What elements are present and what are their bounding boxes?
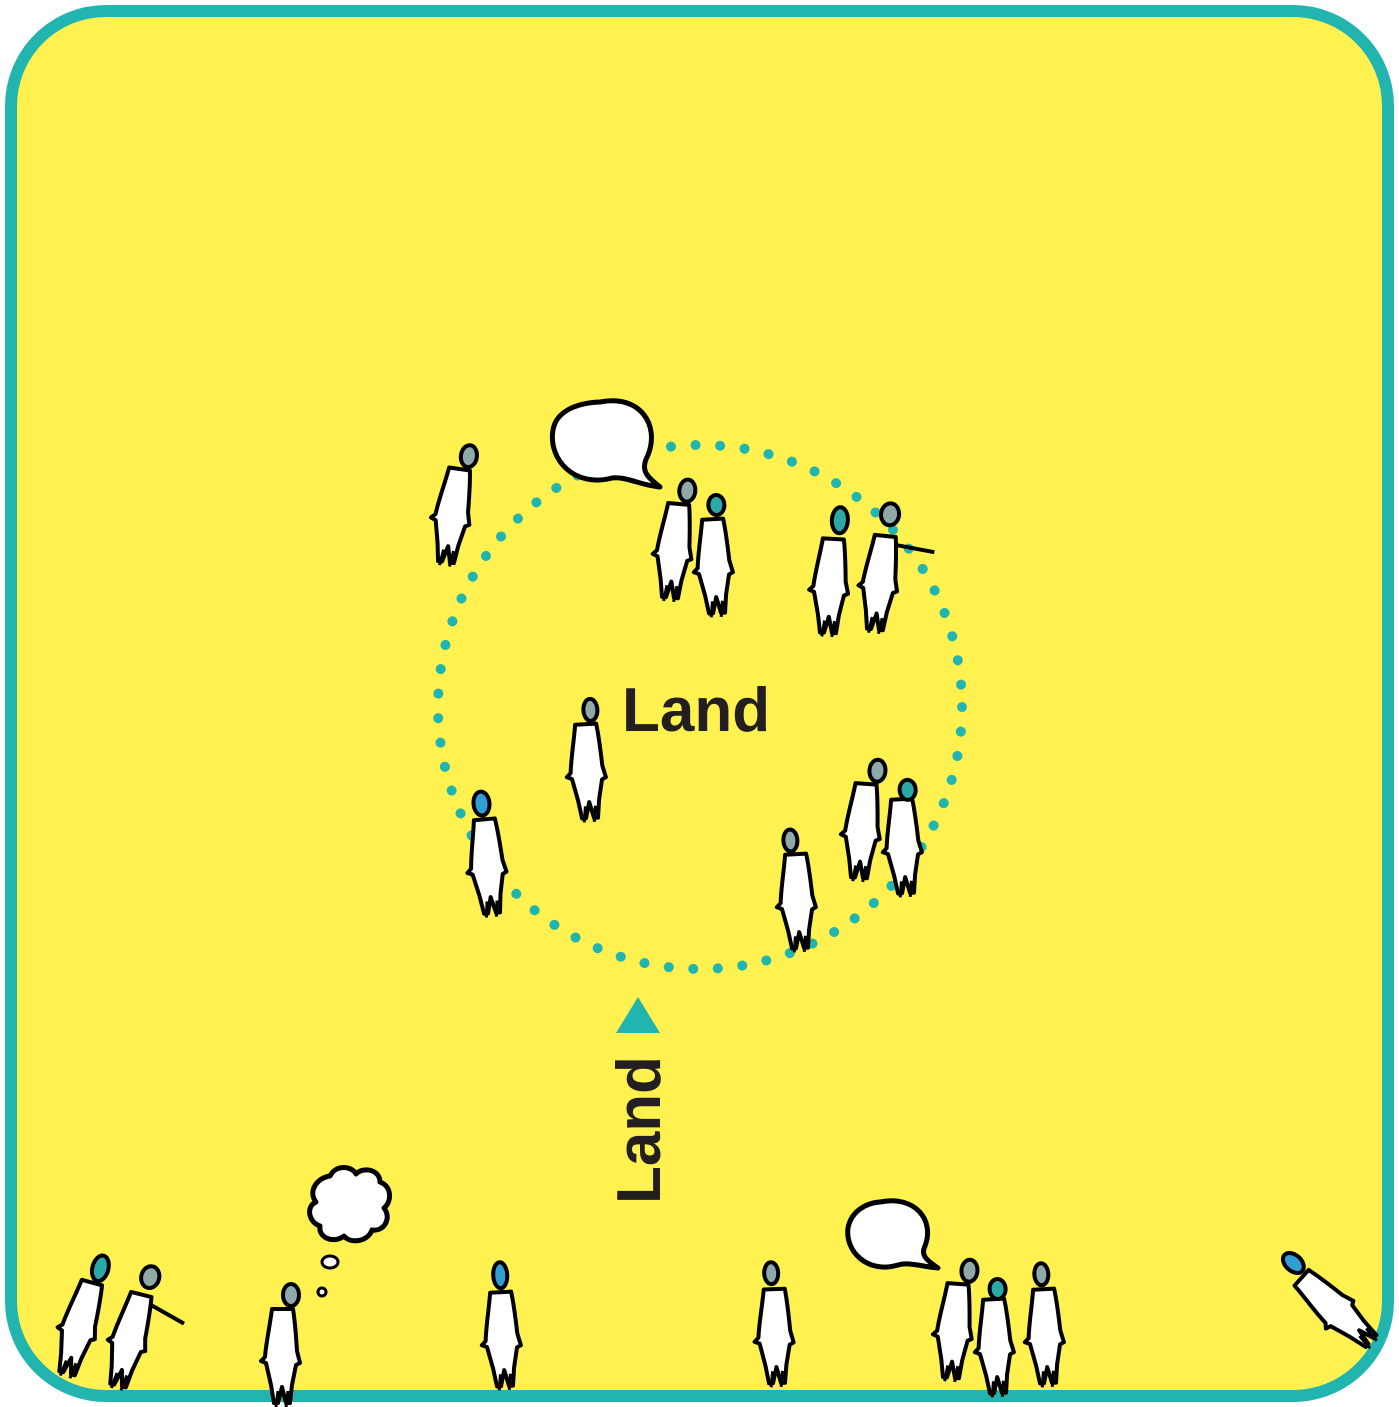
person-icon	[94, 1264, 185, 1396]
arrow-up-icon	[616, 997, 660, 1033]
person-icon	[478, 1260, 524, 1391]
person-icon	[646, 477, 699, 606]
person-icon	[460, 789, 513, 921]
person-icon	[879, 777, 924, 898]
thought-bubble-icon	[307, 1165, 392, 1298]
person-icon	[752, 1260, 795, 1388]
person-icon	[690, 492, 735, 618]
panel-background	[5, 5, 1394, 1402]
person-icon	[807, 505, 853, 638]
person-icon	[259, 1282, 302, 1407]
person-icon	[1021, 1261, 1066, 1388]
person-icon	[563, 696, 608, 823]
person-icon	[422, 443, 479, 571]
person-icon	[971, 1276, 1016, 1398]
speech-bubble-icon	[549, 398, 663, 490]
person-icon	[773, 827, 818, 953]
person-icon	[927, 1257, 980, 1385]
person-icon	[43, 1253, 111, 1384]
arrow-label: Land	[605, 1055, 674, 1205]
dotted-circle	[433, 440, 967, 974]
person-icon	[835, 757, 888, 885]
speech-bubble-icon	[845, 1198, 941, 1271]
person-icon	[851, 501, 935, 638]
circle-label: Land	[622, 676, 771, 745]
person-icon	[1280, 1250, 1389, 1362]
